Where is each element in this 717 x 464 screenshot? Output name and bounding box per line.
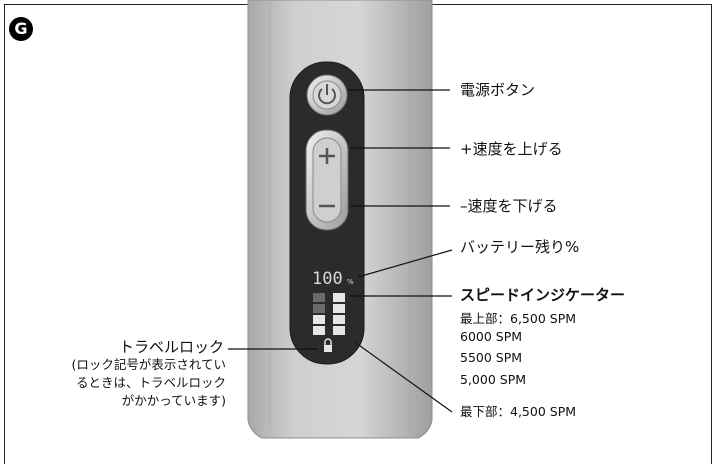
power-icon (318, 84, 336, 105)
plus-icon (319, 148, 335, 164)
label-speed-up: +速度を上げる (460, 140, 563, 158)
figure-badge: G (9, 17, 33, 41)
speed-indicator-left (313, 293, 325, 335)
speed-rocker-button[interactable] (305, 129, 349, 231)
speed-level-item: 最下部：4,500 SPM (460, 404, 577, 419)
battery-readout-unit: % (347, 278, 354, 286)
label-speed-indicator: スピードインジケーター (460, 286, 626, 304)
speed-level-item: 5500 SPM (460, 350, 523, 365)
travel-lock-note: (ロック記号が表示されてい るときは、トラベルロック がかかっています) (16, 356, 226, 410)
label-speed-down: –速度を下げる (460, 197, 558, 215)
travel-lock-note-line: (ロック記号が表示されてい (71, 357, 226, 372)
travel-lock-note-line: がかかっています) (121, 393, 226, 408)
battery-readout: 100 (312, 269, 343, 289)
speed-level-item: 最上部：6,500 SPM (460, 311, 577, 326)
power-button[interactable] (306, 74, 348, 116)
callout-line-battery (357, 249, 453, 278)
label-battery: バッテリー残り% (460, 238, 580, 256)
travel-lock-note-line: るときは、トラベルロック (75, 375, 226, 390)
callout-line-speed-indicator-bottom (355, 342, 453, 413)
speed-indicator-right (333, 293, 345, 335)
label-power-button: 電源ボタン (460, 81, 536, 99)
label-travel-lock: トラベルロック (118, 338, 224, 356)
lock-icon (324, 338, 332, 352)
speed-level-item: 5,000 SPM (460, 372, 527, 387)
speed-level-item: 6000 SPM (460, 329, 523, 344)
